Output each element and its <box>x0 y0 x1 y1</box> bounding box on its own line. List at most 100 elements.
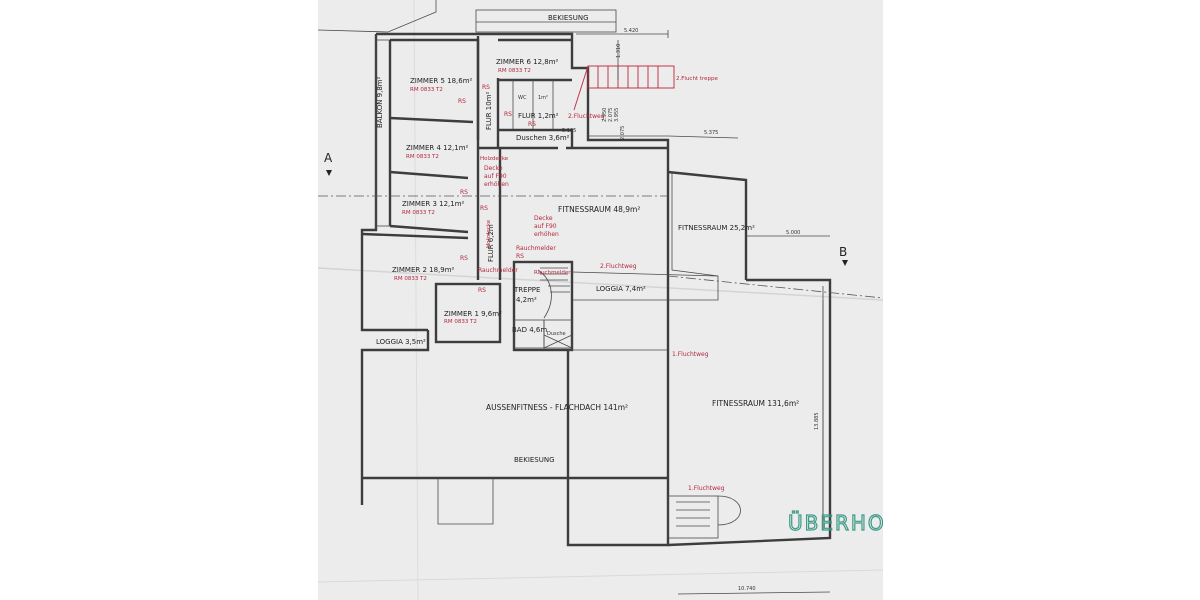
room-wall <box>361 232 469 240</box>
note-holzdecke-2: Holzdecke <box>486 219 492 248</box>
dimension-text: 2.075 <box>620 126 626 140</box>
label-wc: WC <box>518 95 527 101</box>
label-wc-area: 1m² <box>538 95 548 101</box>
label-zimmer5-code: RM 0833 T2 <box>410 87 443 93</box>
dimension-text: 2.950 <box>602 108 608 122</box>
section-label-b: B <box>839 245 847 259</box>
section-marker-b <box>842 260 848 266</box>
terrace-outline-right <box>566 276 670 547</box>
label-fitnessraum-131: FITNESSRAUM 131,6m² <box>712 399 799 408</box>
section-marker-a <box>326 170 332 176</box>
label-zimmer3: ZIMMER 3 12,1m² <box>402 200 465 208</box>
dimension-text: 10.740 <box>738 586 756 592</box>
note-rauchmelder-2: Rauchmelder <box>478 267 518 274</box>
note-fluchtweg-2b: 2.Fluchtweg <box>600 263 637 270</box>
dimension-text: 1.310 <box>616 44 622 58</box>
gravel-strip-top <box>475 9 617 33</box>
label-fitnessraum-48: FITNESSRAUM 48,9m² <box>558 205 640 214</box>
label-duschen: Duschen 3,6m² <box>516 134 570 142</box>
label-zimmer1: ZIMMER 1 9,6m² <box>444 310 502 318</box>
room-wall <box>498 128 574 148</box>
paper-fold-line <box>318 569 883 583</box>
note-rs: RS <box>504 111 512 118</box>
label-balkon: BALKON 9,8m² <box>376 76 384 128</box>
stair-curve <box>537 269 552 319</box>
dimension-text: 13.885 <box>814 413 820 431</box>
note-rauchmelder-1: Rauchmelder <box>516 245 556 252</box>
note-fluchtweg-2a: 2.Fluchtweg <box>568 113 605 120</box>
fitness-room-3-wall <box>667 278 832 547</box>
section-label-a: A <box>324 151 333 165</box>
staircase-block <box>512 260 574 352</box>
section-line-b <box>667 275 883 299</box>
label-loggia-right: LOGGIA 7,4m² <box>596 285 646 293</box>
note-holzdecke: Holzdecke <box>480 156 509 162</box>
dimension-line <box>667 135 739 139</box>
room-zimmer1-outline <box>434 282 502 344</box>
dimension-text: 5.420 <box>624 28 638 34</box>
loggia-outline <box>571 271 719 301</box>
dimension-line <box>677 591 831 595</box>
paper-fold-line <box>318 267 883 301</box>
room-wall <box>389 116 474 124</box>
label-zimmer4: ZIMMER 4 12,1m² <box>406 144 469 152</box>
label-aussenfitness: AUSSENFITNESS - FLACHDACH 141m² <box>486 403 628 412</box>
note-auf-f90: auf F90 <box>484 173 507 180</box>
label-zimmer2-code: RM 0833 T2 <box>394 276 427 282</box>
label-bekiesung-bottom: BEKIESUNG <box>514 456 555 464</box>
dimension-line <box>576 30 669 38</box>
note-rs: RS <box>482 84 490 91</box>
label-bekiesung-top: BEKIESUNG <box>548 14 589 22</box>
label-zimmer6-code: RM 0833 T2 <box>498 68 531 74</box>
wc-partitions <box>512 80 554 130</box>
paper-fold-line <box>413 0 419 600</box>
label-zimmer1-code: RM 0833 T2 <box>444 319 477 325</box>
note-decke: Decke <box>484 165 503 172</box>
label-flur-lower: FLUR 6,2m <box>487 224 495 262</box>
stair-steps <box>540 267 570 293</box>
label-zimmer4-code: RM 0833 T2 <box>406 154 439 160</box>
dimension-text: 2.075 <box>608 108 614 122</box>
bottom-stair-steps <box>676 501 710 527</box>
site-boundary-line <box>318 0 437 33</box>
note-fluchtweg-1b: 1.Fluchtweg <box>688 485 725 492</box>
dimension-text: 5.000 <box>786 230 800 236</box>
balcony-outline <box>375 39 391 227</box>
label-bad: BAD 4,6m <box>512 326 547 334</box>
note-erhoehen: erhöhen <box>484 181 509 188</box>
label-zimmer5: ZIMMER 5 18,6m² <box>410 77 473 85</box>
label-loggia-left: LOGGIA 3,5m² <box>376 338 426 346</box>
label-flur-small: FLUR 1,2m² <box>518 112 559 120</box>
terrace-extension <box>437 478 494 525</box>
label-zimmer3-code: RM 0833 T2 <box>402 210 435 216</box>
note-escape-stair: 2.Flucht treppe <box>676 76 719 82</box>
fitness-room-2-wall-inner <box>671 172 719 277</box>
label-fitnessraum-25: FITNESSRAUM 25,2m² <box>678 224 755 232</box>
bottom-stair-curve <box>717 495 741 526</box>
note-rauchmelder-3: Rauchmelder <box>534 270 571 276</box>
note-rs: RS <box>528 121 536 128</box>
floor-plan-drawing: BEKIESUNG ZIMMER 5 18,6m² RM 0833 T2 ZIM… <box>318 0 883 600</box>
note-fluchtweg-1: 1.Fluchtweg <box>672 351 709 358</box>
room-wall <box>389 224 469 234</box>
note-rs: RS <box>478 287 486 294</box>
label-zimmer2: ZIMMER 2 18,9m² <box>392 266 455 274</box>
label-treppe: TREPPE <box>513 286 540 294</box>
terrace-outline <box>360 330 668 505</box>
fitness-room-2-wall <box>667 170 748 280</box>
floor-plan-sheet: BEKIESUNG ZIMMER 5 18,6m² RM 0833 T2 ZIM… <box>318 0 883 600</box>
note-rs: RS <box>460 255 468 262</box>
dimension-text: 5.125 <box>562 128 576 134</box>
note-rs: RS <box>458 98 466 105</box>
note-decke-2: Decke <box>534 215 553 222</box>
note-rs: RS <box>460 189 468 196</box>
note-rs: RS <box>516 253 524 260</box>
room-wall <box>389 170 469 180</box>
note-erhoehen-2: erhöhen <box>534 231 559 238</box>
note-auf-f90-2: auf F90 <box>534 223 557 230</box>
bathroom-outline <box>513 319 545 349</box>
stamp-text: ÜBERHO <box>788 511 883 535</box>
dimension-text: 3.955 <box>614 108 620 122</box>
note-rs: RS <box>480 205 488 212</box>
dimension-text: 5.375 <box>704 130 718 136</box>
